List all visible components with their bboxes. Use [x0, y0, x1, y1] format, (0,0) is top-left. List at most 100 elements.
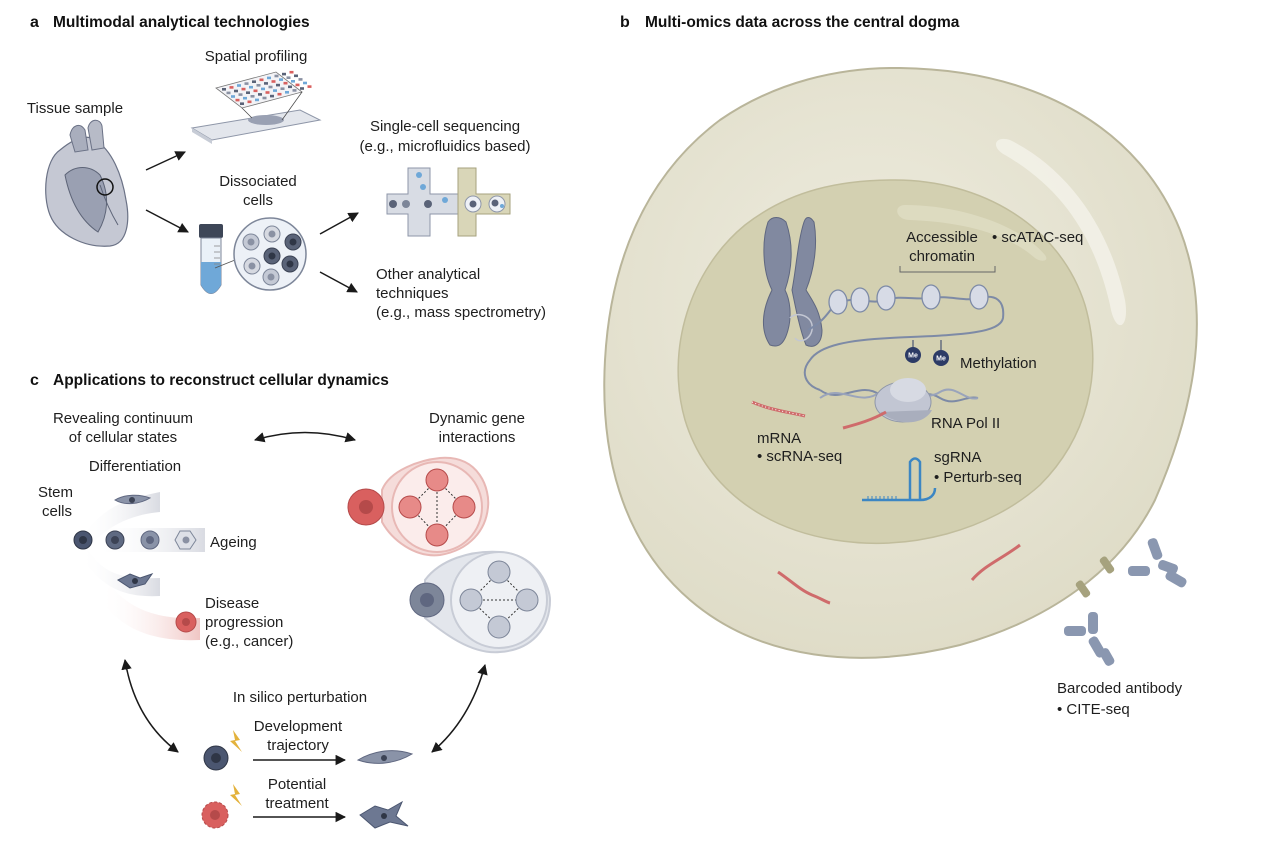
spatial-slide-icon: [190, 70, 322, 144]
disease-band: [100, 585, 200, 641]
dynamic-gene-label-1: Dynamic gene: [429, 410, 525, 427]
spatial-spot: [279, 78, 283, 81]
cite-seq-label: • CITE-seq: [1057, 701, 1130, 718]
lightning-icon-2: [230, 784, 242, 806]
gene-network-grey: [409, 550, 552, 654]
spatial-spot: [240, 102, 244, 105]
panel-a-title: Multimodal analytical technologies: [53, 14, 310, 31]
panel-b: b Multi-omics data across the central do…: [603, 14, 1198, 718]
tissue-sample-label: Tissue sample: [27, 100, 123, 117]
spatial-spot: [283, 81, 288, 85]
stem-cells-label-2: cells: [42, 503, 72, 520]
spatial-spot: [273, 89, 277, 92]
panel-c-title: Applications to reconstruct cellular dyn…: [53, 372, 389, 389]
me-badge-1: Me: [908, 353, 918, 360]
spatial-spot: [264, 82, 268, 85]
rna-pol-icon: [874, 378, 932, 423]
dissociated-cells-icon: [233, 217, 307, 291]
spatial-spot: [234, 89, 238, 93]
spatial-profiling-label: Spatial profiling: [205, 48, 308, 65]
spatial-spot: [238, 93, 243, 96]
spatial-spot: [250, 95, 255, 98]
spatial-spot: [229, 86, 234, 89]
spatial-spot: [300, 87, 304, 90]
spatial-spot: [253, 89, 258, 93]
spatial-spot: [294, 74, 298, 78]
spatial-spot: [235, 98, 240, 102]
spatial-spot: [265, 91, 270, 94]
spatial-spot: [289, 70, 294, 74]
differentiation-label: Differentiation: [89, 458, 181, 475]
panel-c-letter: c: [30, 372, 39, 389]
rna-pol-label: RNA Pol II: [931, 415, 1000, 432]
spatial-spot: [282, 72, 286, 76]
revealing-label-1: Revealing continuum: [53, 410, 193, 427]
arrow-left: [121, 658, 179, 753]
spatial-spot: [292, 89, 297, 92]
revealing-label-2: of cellular states: [69, 429, 177, 446]
nucleosomes: [828, 284, 989, 315]
dynamic-gene-label-2: interactions: [439, 429, 516, 446]
sample-circle: [96, 178, 114, 196]
spatial-spot: [276, 83, 280, 87]
sgrna-label: sgRNA: [934, 449, 982, 466]
barcoded-antibody-icon: [1064, 538, 1187, 666]
barcoded-antibody-label: Barcoded antibody: [1057, 680, 1183, 697]
arrow-to-single-cell: [319, 212, 359, 235]
cytoplasm-mrna-1: [777, 570, 831, 605]
other-techniques-label-3: (e.g., mass spectrometry): [376, 304, 546, 321]
disease-label-3: (e.g., cancer): [205, 633, 293, 650]
spatial-spot: [237, 84, 241, 87]
methylation-markers: Me Me: [905, 340, 949, 366]
treatment-label-2: treatment: [265, 795, 329, 812]
mrna-label: mRNA: [757, 430, 801, 447]
lightning-icon-1: [230, 730, 242, 752]
heart-icon: [45, 119, 129, 247]
trajectory-cells: [73, 494, 197, 633]
sgrna-icon: [862, 457, 937, 502]
panel-b-title: Multi-omics data across the central dogm…: [645, 14, 960, 31]
spatial-spot: [252, 80, 256, 83]
spatial-spot: [285, 91, 289, 94]
dissociated-label-1: Dissociated: [219, 173, 297, 190]
spatial-spot: [280, 87, 285, 90]
arrow-to-spatial: [145, 151, 186, 171]
spatial-spot: [258, 93, 262, 96]
panel-c: c Applications to reconstruct cellular d…: [30, 372, 552, 829]
spatial-spot: [259, 78, 264, 82]
methylation-label: Methylation: [960, 355, 1037, 372]
spatial-spot: [298, 78, 303, 81]
microfluidics-icon: [386, 167, 511, 237]
spatial-spot: [226, 91, 231, 95]
accessible-chromatin-label-2: chromatin: [909, 248, 975, 265]
other-techniques-label-1: Other analytical: [376, 266, 480, 283]
development-label-1: Development: [254, 718, 343, 735]
spatial-spot: [255, 98, 259, 102]
disease-label-2: progression: [205, 614, 283, 631]
spatial-spot: [286, 76, 291, 79]
scrna-label: • scRNA-seq: [757, 448, 842, 465]
other-techniques-label-2: techniques: [376, 285, 449, 302]
perturb-seq-label: • Perturb-seq: [934, 469, 1022, 486]
spatial-spot: [222, 88, 226, 91]
spatial-spot: [244, 82, 249, 85]
spatial-spot: [274, 74, 279, 78]
spatial-spot: [291, 80, 295, 83]
dissociated-label-2: cells: [243, 192, 273, 209]
accessible-chromatin-label-1: Accessible: [906, 229, 978, 246]
spatial-spot: [261, 87, 265, 91]
arrow-top: [253, 431, 357, 443]
arrow-right: [431, 663, 488, 753]
spatial-spot: [295, 83, 300, 87]
arrow-to-dissociated: [145, 209, 189, 233]
nascent-rna: [842, 410, 887, 430]
spatial-spot: [231, 95, 235, 98]
chromosome-icon: [763, 217, 823, 347]
spatial-spot: [277, 92, 282, 96]
surface-protein: [1075, 556, 1115, 598]
stem-cells-label-1: Stem: [38, 484, 73, 501]
panel-b-letter: b: [620, 14, 630, 31]
spatial-spot: [243, 96, 247, 100]
